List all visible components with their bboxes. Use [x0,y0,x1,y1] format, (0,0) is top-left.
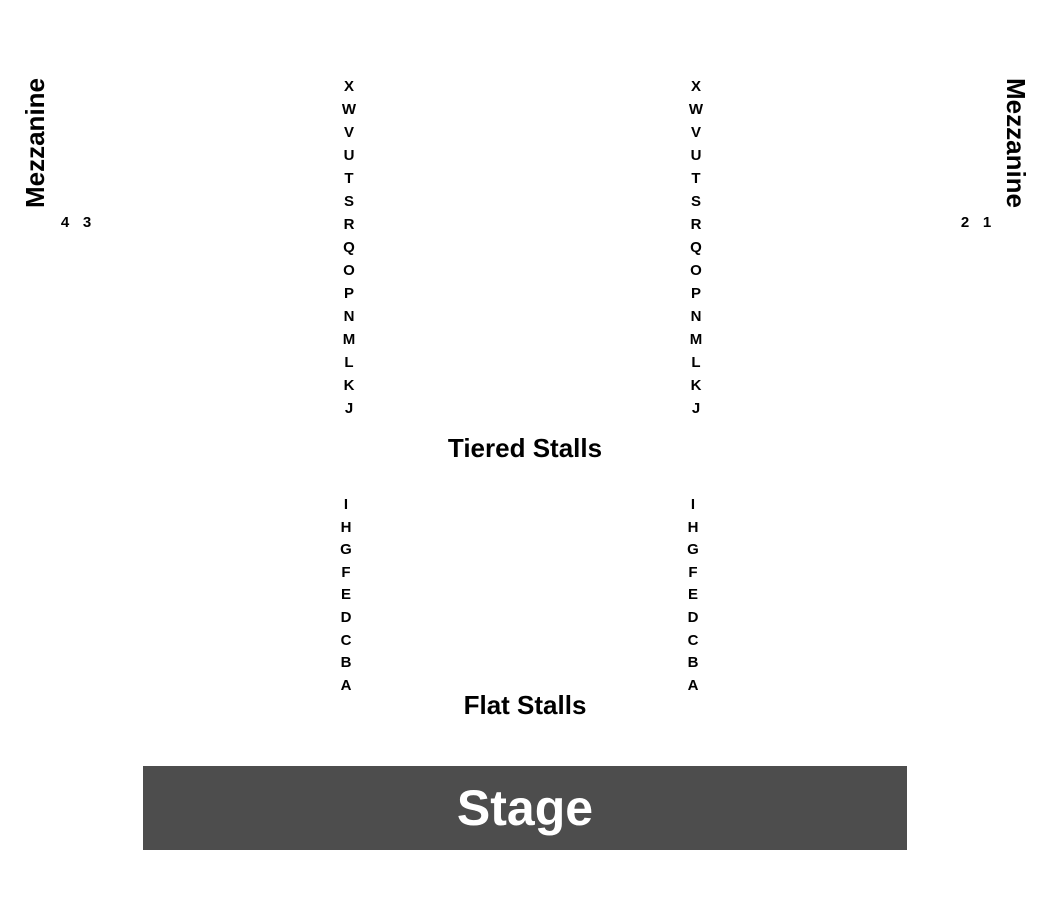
row-label[interactable]: L [344,354,354,371]
row-label[interactable]: U [343,147,355,164]
row-label[interactable]: D [340,609,352,626]
row-label[interactable]: G [687,541,699,559]
row-label[interactable]: H [340,518,352,536]
row-label[interactable]: S [343,193,354,210]
row-label[interactable]: K [343,377,355,394]
row-label[interactable]: A [340,676,352,694]
row-label[interactable]: C [687,631,699,649]
row-label[interactable]: U [690,147,702,164]
box-number[interactable]: 3 [82,214,92,231]
row-label[interactable]: L [691,354,701,371]
mezzanine-left-label: Mezzanine [20,77,50,209]
row-label[interactable]: V [343,124,354,141]
row-label[interactable]: W [341,101,357,118]
row-label[interactable]: V [690,124,701,141]
row-label[interactable]: K [690,377,702,394]
row-label[interactable]: A [687,676,699,694]
box-number[interactable]: 2 [960,214,970,231]
row-label[interactable]: J [691,400,701,417]
row-label[interactable]: E [687,586,698,604]
row-label[interactable]: J [344,400,354,417]
row-label[interactable]: S [690,193,701,210]
row-label[interactable]: P [343,285,354,302]
row-label[interactable]: R [690,216,702,233]
row-label[interactable]: F [341,563,351,581]
stage-label: Stage [456,780,594,836]
tiered-stalls-label: Tiered Stalls [447,433,603,463]
row-label[interactable]: O [343,262,355,279]
row-label[interactable]: M [342,331,356,348]
row-label[interactable]: X [343,78,354,95]
row-label[interactable]: F [688,563,698,581]
row-label[interactable]: C [340,631,352,649]
row-label[interactable]: I [690,496,696,513]
row-label[interactable]: E [340,586,351,604]
row-label[interactable]: X [690,78,701,95]
row-label[interactable]: R [343,216,355,233]
row-label[interactable]: H [687,518,699,536]
mezzanine-right-label: Mezzanine [1001,77,1031,209]
row-label[interactable]: G [340,541,352,559]
stage: Stage [143,766,907,850]
row-label[interactable]: M [689,331,703,348]
row-label[interactable]: O [690,262,702,279]
row-label[interactable]: T [344,170,354,187]
row-label[interactable]: Q [343,239,355,256]
box-number[interactable]: 1 [982,214,992,231]
box-number[interactable]: 4 [60,214,70,231]
row-label[interactable]: B [687,654,699,672]
row-label[interactable]: N [343,308,355,325]
row-label[interactable]: I [343,496,349,513]
row-label[interactable]: Q [690,239,702,256]
row-label[interactable]: T [691,170,701,187]
row-label[interactable]: W [688,101,704,118]
row-label[interactable]: B [340,654,352,672]
row-label[interactable]: N [690,308,702,325]
row-label[interactable]: D [687,609,699,626]
row-label[interactable]: P [690,285,701,302]
flat-stalls-label: Flat Stalls [463,690,587,720]
